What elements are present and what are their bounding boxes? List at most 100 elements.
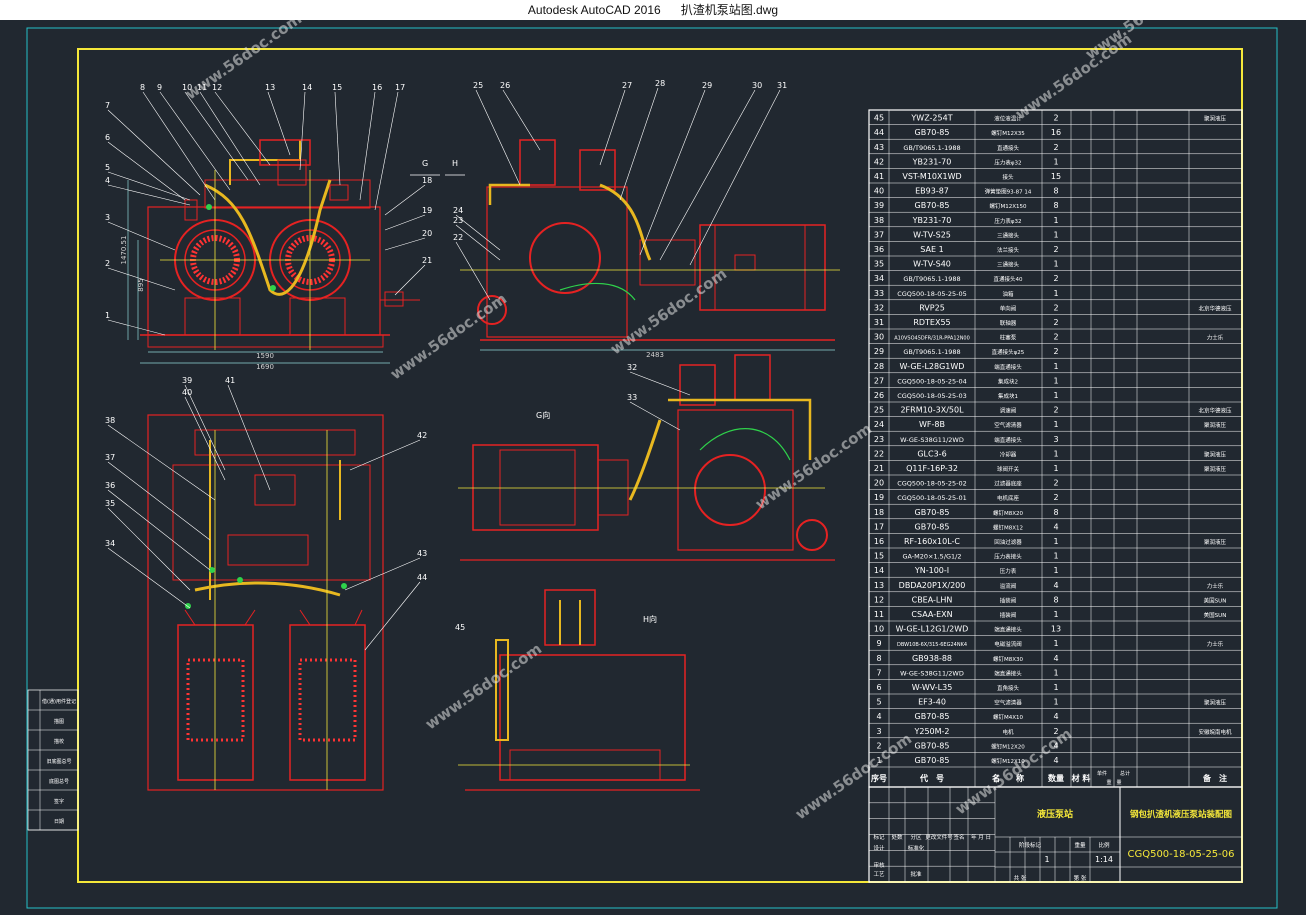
bom-no: 21 bbox=[874, 464, 884, 473]
bom-no: 3 bbox=[876, 727, 881, 736]
bom-name: 端直通接头 bbox=[994, 363, 1022, 371]
bom-name: 压力表φ32 bbox=[994, 158, 1021, 166]
bom-name: 溢流阀 bbox=[1000, 582, 1017, 590]
bom-no: 33 bbox=[874, 289, 884, 298]
title-label-design: 设计 bbox=[873, 844, 885, 852]
bom-code: 2FRM10-3X/50L bbox=[900, 406, 964, 415]
bom-code: GB938-88 bbox=[912, 654, 952, 663]
strip-label: 底图总号 bbox=[49, 778, 69, 785]
bom-code: CGQ500-18-05-25-03 bbox=[897, 392, 967, 400]
strip-label: 日期 bbox=[54, 819, 64, 825]
bom-name: 螺钉M12X35 bbox=[991, 129, 1025, 137]
bom-code: GB/T9065.1-1988 bbox=[903, 275, 960, 283]
bom-qty: 2 bbox=[1053, 318, 1058, 327]
callout-43: 43 bbox=[344, 549, 427, 591]
callout-16: 16 bbox=[359, 83, 382, 201]
bom-qty: 1 bbox=[1053, 683, 1058, 692]
callout-20: 20 bbox=[384, 229, 432, 251]
bom-qty: 2 bbox=[1053, 347, 1058, 356]
drawing-canvas[interactable]: 借(通)用件登记描图描校旧底图总号底图总号签字日期 1590 1690 bbox=[0, 20, 1306, 915]
bom-name: 空气滤清器 bbox=[994, 699, 1022, 707]
bom-code: EF3-40 bbox=[918, 698, 946, 707]
dim-top-overall: 1690 bbox=[256, 363, 274, 371]
title-label-scale: 比例 bbox=[1098, 841, 1110, 849]
callout-44: 44 bbox=[364, 573, 427, 651]
bom-note: 力士乐 bbox=[1207, 640, 1224, 648]
bom-qty: 1 bbox=[1053, 698, 1058, 707]
svg-text:13: 13 bbox=[265, 83, 275, 92]
bom-code: DBDA20P1X/200 bbox=[899, 581, 966, 590]
bom-qty: 1 bbox=[1053, 376, 1058, 385]
svg-text:22: 22 bbox=[453, 233, 463, 242]
bom-note: 北京华德液压 bbox=[1198, 304, 1232, 312]
svg-text:9: 9 bbox=[157, 83, 162, 92]
bom-no: 41 bbox=[874, 172, 884, 181]
bom-name: 压力表φ32 bbox=[994, 217, 1021, 225]
bom-header-no: 序号 bbox=[871, 773, 887, 783]
svg-text:37: 37 bbox=[105, 453, 115, 462]
callout-39: 39 bbox=[182, 376, 226, 471]
bom-no: 22 bbox=[874, 449, 884, 458]
bom-no: 9 bbox=[876, 639, 881, 648]
h-view: H向 45 bbox=[455, 589, 700, 791]
bom-qty: 16 bbox=[1051, 128, 1061, 137]
bom-no: 5 bbox=[876, 698, 881, 707]
svg-text:35: 35 bbox=[105, 499, 115, 508]
svg-text:18: 18 bbox=[422, 176, 432, 185]
bom-no: 24 bbox=[874, 420, 884, 429]
title-label-date: 年 月 日 bbox=[971, 833, 991, 841]
bom-no: 15 bbox=[874, 552, 884, 561]
bom-name: 调速阀 bbox=[1000, 407, 1017, 415]
bom-name: 冷却器 bbox=[1000, 450, 1017, 458]
title-label-approve: 批准 bbox=[910, 870, 922, 878]
title-label-check: 审核 bbox=[873, 861, 885, 869]
bom-code: W-TV-S25 bbox=[913, 230, 951, 239]
